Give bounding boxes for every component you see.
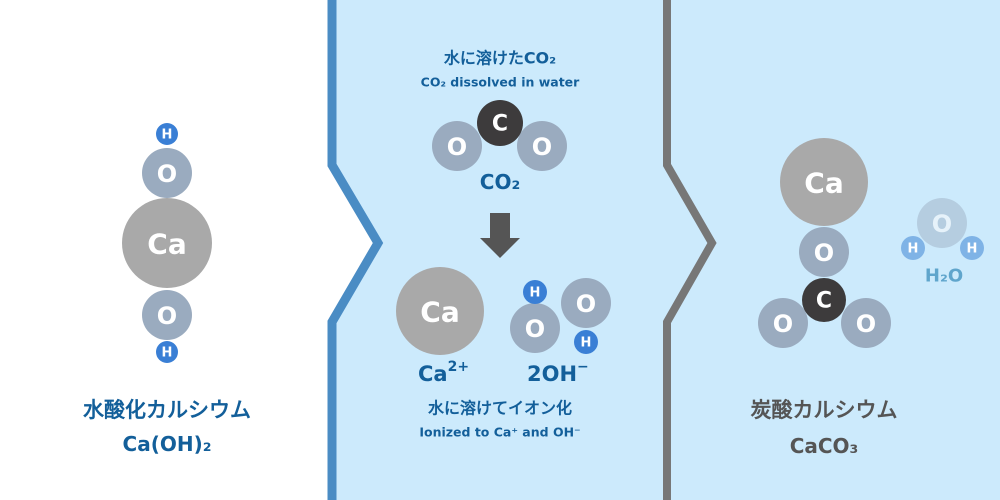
blue-divider <box>327 0 384 500</box>
oxygen-atom-symbol: O <box>157 160 177 188</box>
oxygen-atom-circle <box>517 121 567 171</box>
water-hydrogen-atom-circle <box>960 236 984 260</box>
oh-ion-label: 2OH− <box>527 359 589 386</box>
down-arrow-icon <box>480 213 520 258</box>
gray-divider <box>663 0 717 500</box>
right-title: 炭酸カルシウム <box>751 398 898 422</box>
ion-title: 水に溶けてイオン化 <box>428 399 572 418</box>
water-oxygen-atom: O <box>917 198 967 248</box>
oxygen-atom-circle <box>142 148 192 198</box>
oxygen-atom: O <box>432 121 482 171</box>
oxygen-atom-circle <box>841 298 891 348</box>
carbon-atom: C <box>802 278 846 322</box>
water-hydrogen-atom-symbol: H <box>967 242 978 257</box>
oxygen-atom-symbol: O <box>157 302 177 330</box>
water-hydrogen-atom: H <box>901 236 925 260</box>
oxygen-atom: O <box>510 303 560 353</box>
co2-label: CO₂ <box>480 170 520 194</box>
oxygen-atom-symbol: O <box>773 310 793 338</box>
calcium-atom: Ca <box>396 267 484 355</box>
right-formula: CaCO₃ <box>790 434 859 458</box>
calcium-atom-symbol: Ca <box>420 296 459 329</box>
calcium-atom-circle <box>122 198 212 288</box>
hydrogen-atom-symbol: H <box>530 286 541 301</box>
hydrogen-atom: H <box>523 280 547 304</box>
carbon-atom-circle <box>802 278 846 322</box>
hydrogen-atom-symbol: H <box>581 336 592 351</box>
calcium-atom: Ca <box>122 198 212 288</box>
water-oxygen-atom-symbol: O <box>932 210 952 238</box>
hydrogen-atom: H <box>156 341 178 363</box>
carbon-atom: C <box>477 100 523 146</box>
left-formula: Ca(OH)₂ <box>123 432 212 456</box>
oxygen-atom-symbol: O <box>856 310 876 338</box>
carbon-atom-symbol: C <box>816 289 832 314</box>
oxygen-atom-circle <box>799 227 849 277</box>
hydrogen-atom-circle <box>523 280 547 304</box>
calcium-atom: Ca <box>780 138 868 226</box>
oxygen-atom-circle <box>510 303 560 353</box>
hydrogen-atom-symbol: H <box>162 346 173 361</box>
carbon-atom-symbol: C <box>492 112 508 137</box>
oxygen-atom: O <box>799 227 849 277</box>
oxygen-atom: O <box>758 298 808 348</box>
ca-ion-label: Ca2+ <box>418 359 469 386</box>
calcium-atom-symbol: Ca <box>804 167 843 200</box>
hydrogen-atom: H <box>156 123 178 145</box>
oxygen-atom: O <box>517 121 567 171</box>
oxygen-atom-symbol: O <box>525 315 545 343</box>
ion-subtitle: Ionized to Ca⁺ and OH⁻ <box>419 425 580 440</box>
water-hydrogen-atom-circle <box>901 236 925 260</box>
hydrogen-atom-circle <box>156 341 178 363</box>
oxygen-atom-symbol: O <box>447 133 467 161</box>
oxygen-atom-symbol: O <box>814 239 834 267</box>
hydrogen-atom-circle <box>156 123 178 145</box>
calcium-atom-circle <box>780 138 868 226</box>
middle-subtitle: CO₂ dissolved in water <box>421 75 581 90</box>
hydrogen-atom-symbol: H <box>162 128 173 143</box>
calcium-atom-circle <box>396 267 484 355</box>
carbon-atom-circle <box>477 100 523 146</box>
water-hydrogen-atom: H <box>960 236 984 260</box>
hydrogen-atom: H <box>574 330 598 354</box>
oxygen-atom: O <box>142 290 192 340</box>
oxygen-atom-symbol: O <box>576 290 596 318</box>
oxygen-atom-circle <box>561 278 611 328</box>
water-hydrogen-atom-symbol: H <box>908 242 919 257</box>
oxygen-atom: O <box>142 148 192 198</box>
oxygen-atom: O <box>561 278 611 328</box>
left-title: 水酸化カルシウム <box>83 398 251 422</box>
calcium-atom-symbol: Ca <box>147 228 186 261</box>
water-label: H₂O <box>925 266 963 287</box>
oxygen-atom-circle <box>432 121 482 171</box>
oxygen-atom-symbol: O <box>532 133 552 161</box>
oxygen-atom-circle <box>758 298 808 348</box>
middle-title: 水に溶けたCO₂ <box>444 49 556 68</box>
water-oxygen-atom-circle <box>917 198 967 248</box>
oxygen-atom: O <box>841 298 891 348</box>
hydrogen-atom-circle <box>574 330 598 354</box>
oxygen-atom-circle <box>142 290 192 340</box>
